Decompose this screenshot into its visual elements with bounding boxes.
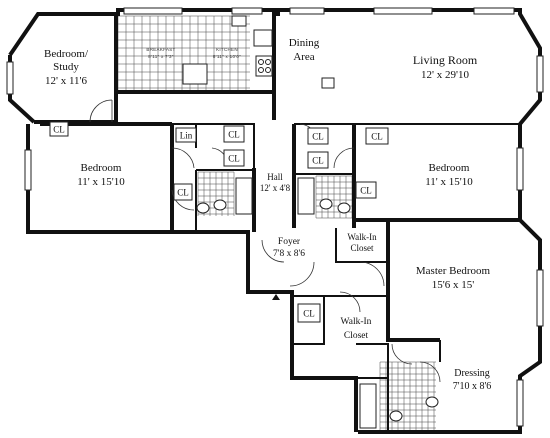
room-name-master: Master Bedroom bbox=[416, 265, 491, 277]
windows bbox=[6, 7, 544, 427]
closet-label-right-c: CL bbox=[371, 132, 383, 142]
room-labels: Bedroom/ Study 12' x 11'6 BREAKFAST 8'11… bbox=[44, 37, 491, 392]
room-name-walkin-lower-1: Walk-In bbox=[341, 317, 372, 327]
room-dims-bedroom-left: 11' x 15'10 bbox=[77, 176, 125, 188]
closet-label-hall-b: CL bbox=[228, 154, 240, 164]
room-dims-hall: 12' x 4'8 bbox=[260, 183, 291, 193]
room-dims-breakfast: 8'11" x 7'3" bbox=[148, 54, 174, 59]
room-name-bedroom-study-1: Bedroom/ bbox=[44, 48, 89, 60]
room-name-dressing: Dressing bbox=[454, 368, 490, 379]
room-dims-master: 15'6 x 15' bbox=[432, 279, 474, 291]
room-name-foyer: Foyer bbox=[278, 237, 301, 247]
room-name-bedroom-study-2: Study bbox=[53, 61, 79, 73]
room-dims-bedroom-study: 12' x 11'6 bbox=[45, 75, 88, 87]
room-name-walkin-lower-2: Closet bbox=[344, 331, 369, 341]
walls bbox=[8, 8, 542, 434]
closet-label-left-bedroom: CL bbox=[177, 188, 189, 198]
room-dims-bedroom-right: 11' x 15'10 bbox=[425, 176, 473, 188]
room-dims-living: 12' x 29'10 bbox=[421, 69, 469, 81]
kitchen-fixtures bbox=[182, 15, 335, 89]
closet-labels: CL Lin CL CL CL CL CL CL CL CL bbox=[49, 121, 389, 323]
room-dims-dressing: 7'10 x 8'6 bbox=[453, 381, 492, 392]
room-name-dining-1: Dining bbox=[289, 37, 320, 49]
room-name-walkin-upper-1: Walk-In bbox=[347, 232, 377, 242]
bath-tile-grids bbox=[197, 171, 436, 430]
bath-fixtures bbox=[196, 177, 439, 429]
room-dims-kitchen: 8'11" x 10'0" bbox=[213, 54, 241, 59]
closet-label-right-a: CL bbox=[312, 132, 324, 142]
entry-marker bbox=[272, 294, 280, 300]
room-name-bedroom-left: Bedroom bbox=[81, 162, 122, 174]
closet-label-right-bedroom: CL bbox=[360, 186, 372, 196]
room-name-kitchen: KITCHEN bbox=[216, 47, 238, 52]
room-name-breakfast: BREAKFAST bbox=[146, 47, 175, 52]
closet-label-study: CL bbox=[53, 125, 65, 135]
room-dims-foyer: 7'8 x 8'6 bbox=[273, 249, 305, 259]
closet-label-hall-a: CL bbox=[228, 130, 240, 140]
room-name-living: Living Room bbox=[413, 53, 478, 67]
room-name-dining-2: Area bbox=[293, 51, 314, 63]
linen-closet-label: Lin bbox=[180, 131, 193, 141]
closet-label-foyer: CL bbox=[303, 309, 315, 319]
room-name-walkin-upper-2: Closet bbox=[350, 243, 374, 253]
closet-label-right-b: CL bbox=[312, 156, 324, 166]
room-name-bedroom-right: Bedroom bbox=[429, 162, 470, 174]
room-name-hall: Hall bbox=[267, 172, 283, 182]
